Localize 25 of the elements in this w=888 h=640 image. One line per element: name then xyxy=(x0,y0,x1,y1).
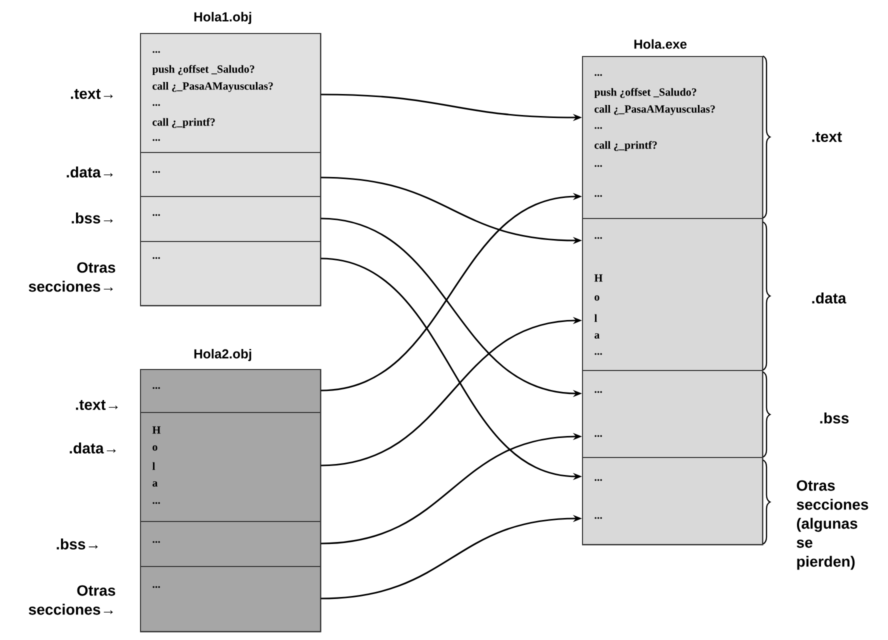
section-box: ... xyxy=(140,566,321,632)
section-label: .text→ xyxy=(70,89,113,99)
node-label: Hola2.obj xyxy=(194,348,252,362)
section-label: .text→ xyxy=(76,400,118,410)
section-box: ... xyxy=(140,196,321,242)
section-box: ... xyxy=(140,521,321,567)
section-label: .bss xyxy=(820,412,849,424)
node-label: Hola1.obj xyxy=(194,12,252,24)
section-label: Otras secciones→ xyxy=(28,262,116,292)
node-label: Hola.exe xyxy=(634,39,687,49)
section-label: .bss→ xyxy=(72,212,113,224)
section-box: ... xyxy=(140,152,321,197)
section-box: ... H o l a ... xyxy=(582,218,763,371)
section-box: ... push ¿offset _Saludo? call ¿_PasaAMayusculas? ... call ¿_printf? ... ... xyxy=(582,56,763,219)
section-label: .text xyxy=(812,132,842,142)
section-box: ... xyxy=(140,241,321,306)
section-label: .data→ xyxy=(66,166,113,178)
section-box: ... xyxy=(140,369,321,413)
section-box: ... ... xyxy=(582,370,763,458)
section-label: .data xyxy=(812,292,846,304)
section-label: Otras secciones (algunas se pierden) xyxy=(796,480,868,570)
section-label: Otras secciones→ xyxy=(28,585,116,615)
section-label: .bss→ xyxy=(56,538,98,550)
section-box: ... ... xyxy=(582,457,763,545)
section-label: .data→ xyxy=(70,442,116,454)
